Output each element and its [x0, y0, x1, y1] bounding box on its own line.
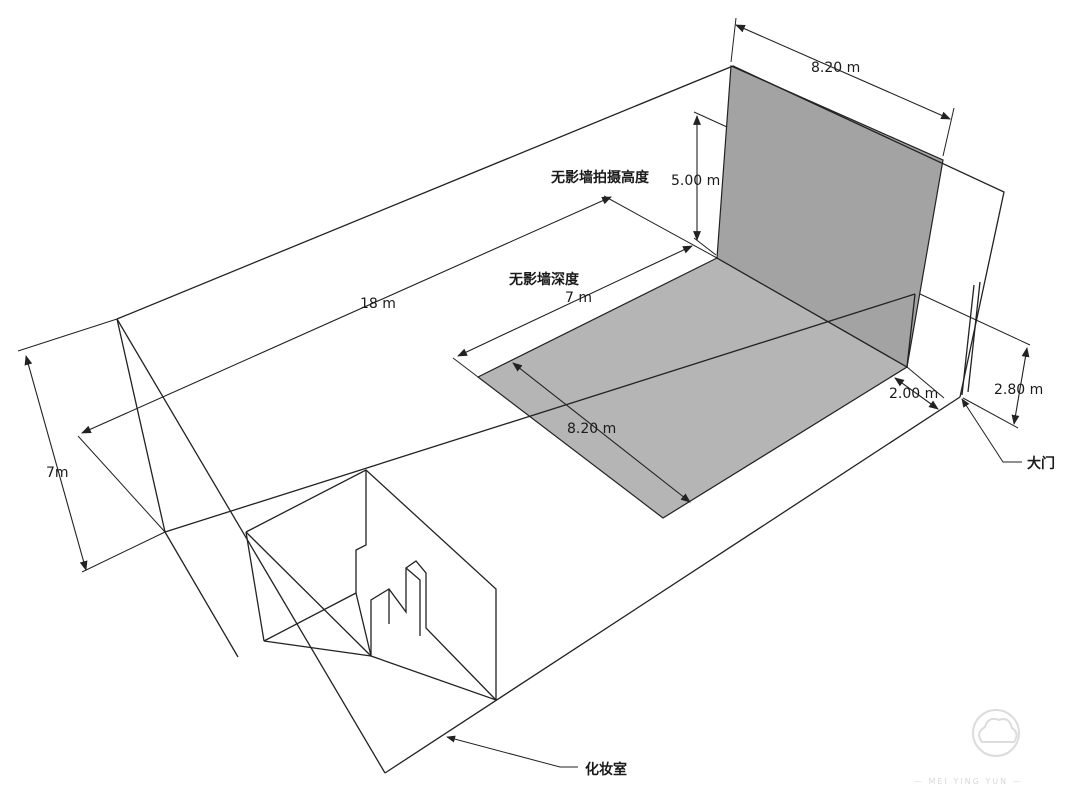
makeup-room — [245, 469, 497, 701]
door-label: 大门 — [1027, 455, 1055, 472]
shooting-height-value: 5.00 m — [671, 173, 720, 189]
room-length-label: 18 m — [360, 296, 396, 312]
room-height-label: 7m — [46, 465, 69, 481]
makeup-room-callout-leader — [446, 735, 578, 768]
door-callout-leader — [961, 398, 1022, 463]
floor-width-label: 8.20 m — [567, 421, 616, 437]
watermark-text: — MEI YING YUN — — [914, 777, 1023, 786]
cyc-depth-title: 无影墙深度 — [508, 271, 580, 288]
cloud-logo-icon — [972, 709, 1020, 757]
makeup-room-label: 化妆室 — [585, 761, 627, 778]
shooting-height-title: 无影墙拍摄高度 — [550, 169, 650, 186]
door-frame — [961, 281, 981, 396]
dimension-lines — [17, 17, 1031, 573]
door-height-label: 2.80 m — [994, 382, 1043, 398]
wall-width-label: 8.20 m — [811, 60, 860, 76]
watermark: — MEI YING YUN — — [914, 709, 1023, 786]
cyc-depth-value: 7 m — [565, 290, 592, 306]
gap-to-wall-label: 2.00 m — [889, 386, 938, 402]
